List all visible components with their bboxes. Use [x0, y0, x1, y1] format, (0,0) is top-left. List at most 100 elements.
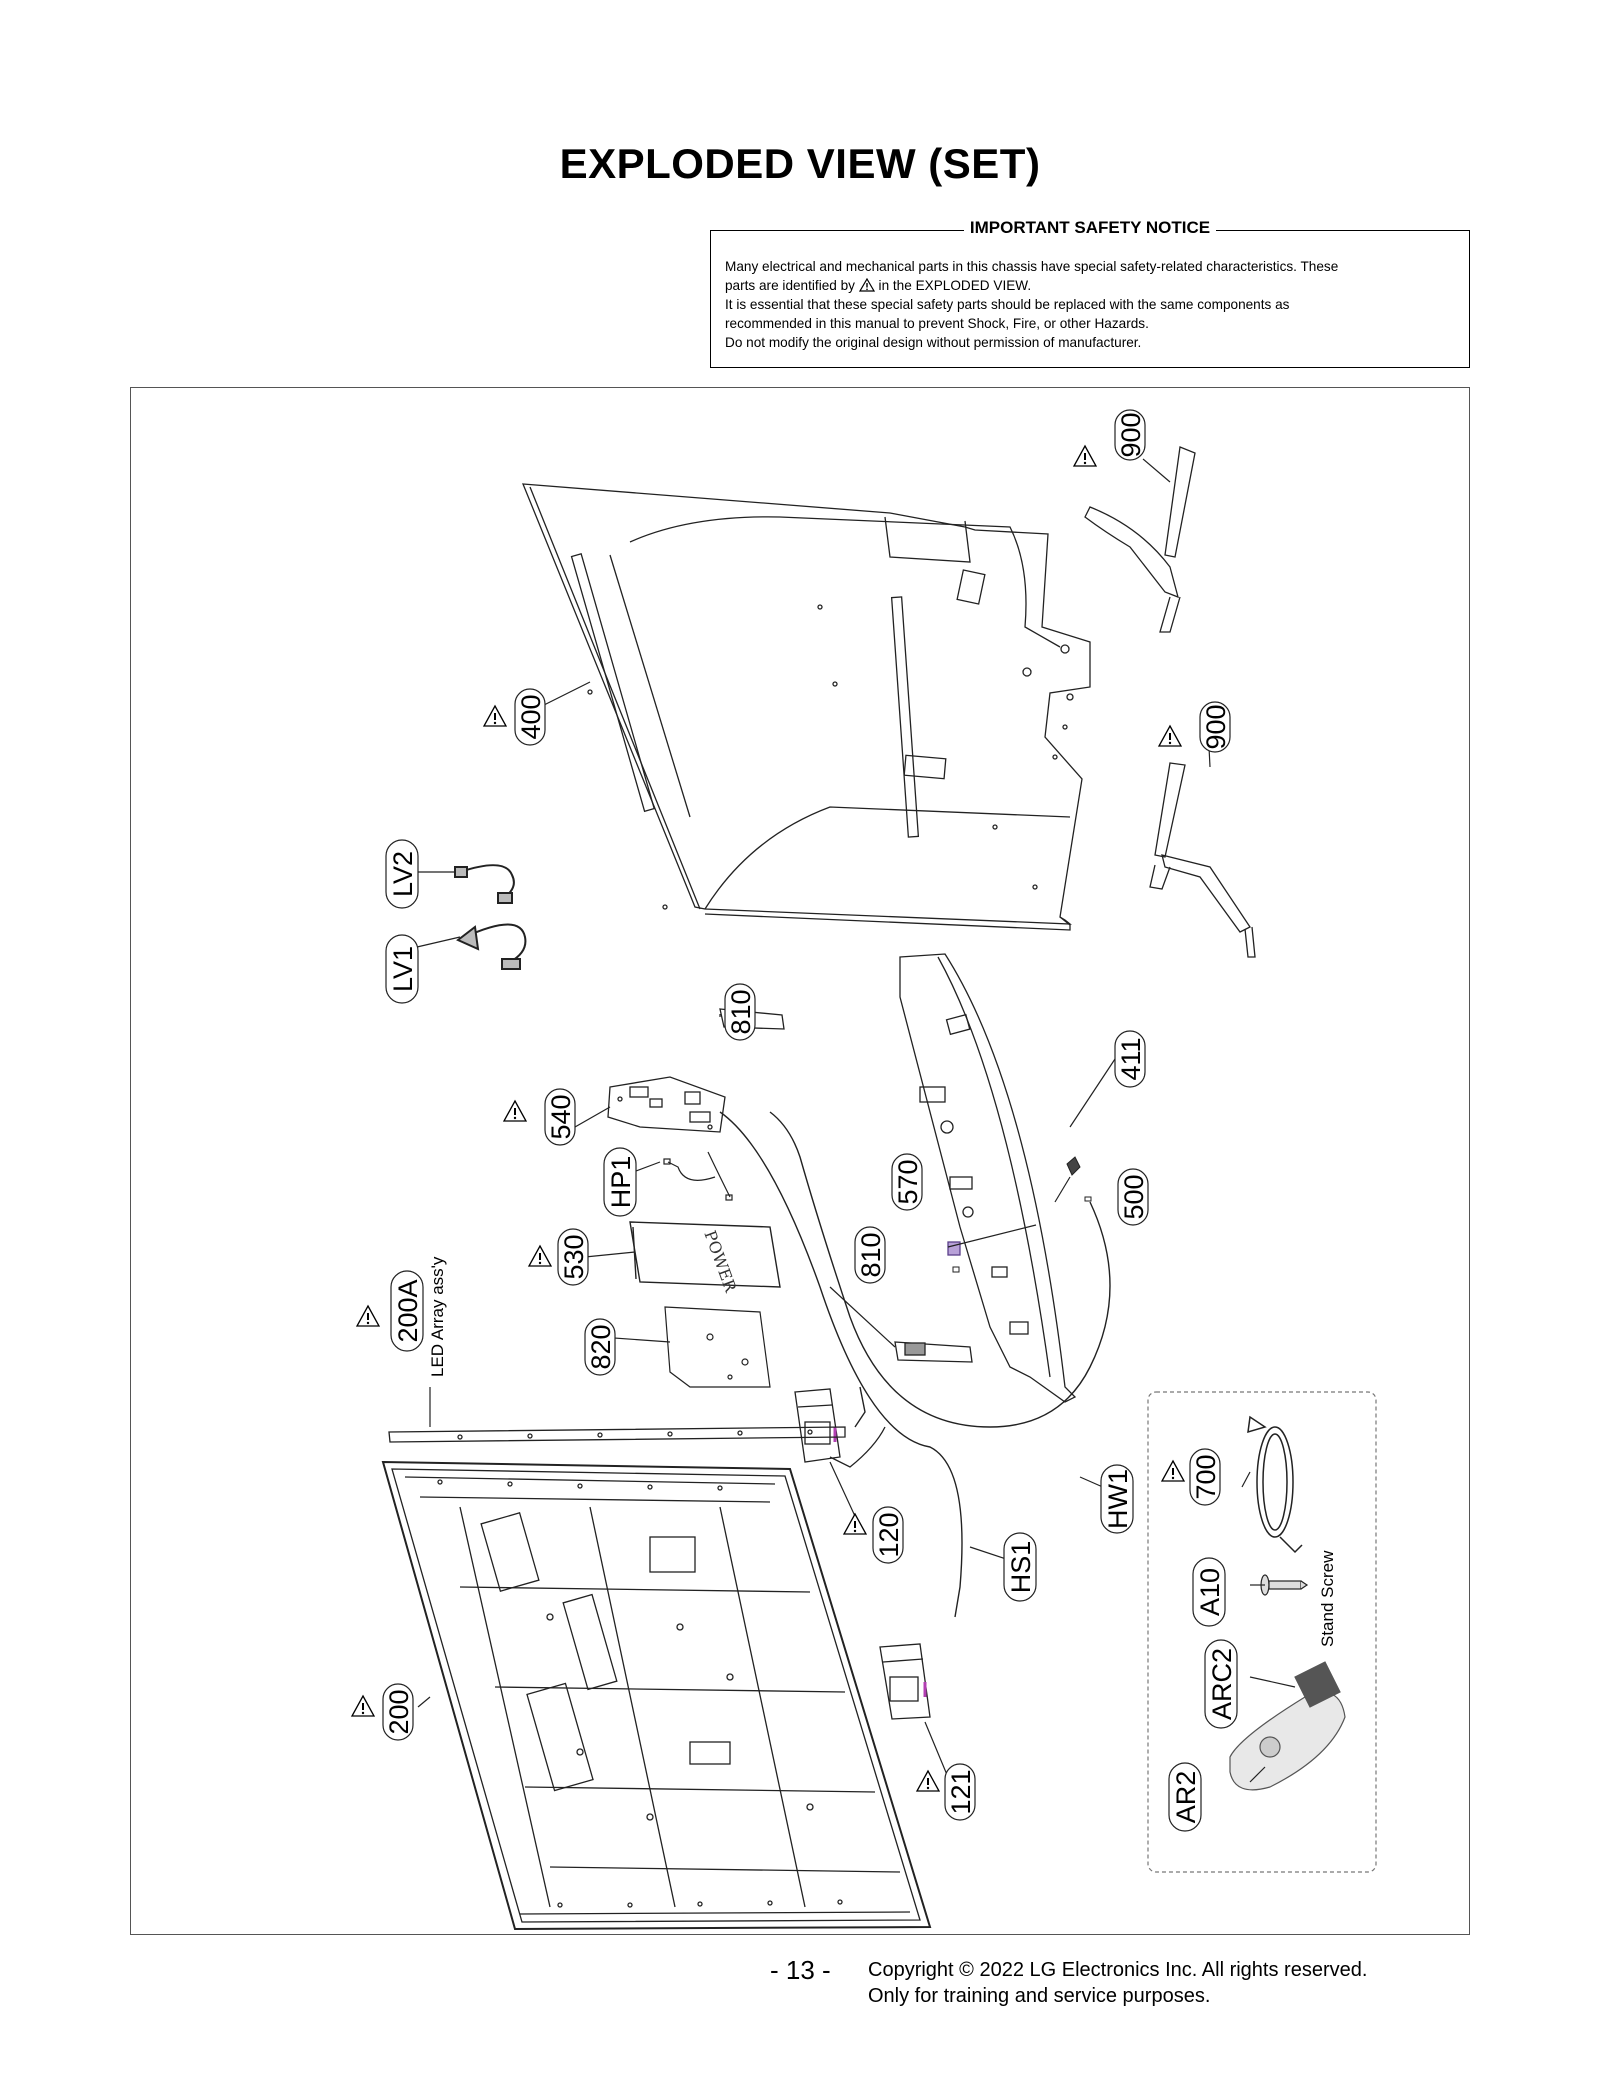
exploded-view-frame [130, 387, 1470, 1935]
callout-hp1: HP1 [603, 1147, 637, 1217]
power-label: POWER [700, 1228, 740, 1296]
ir-receiver-lower-drawing [894, 1341, 973, 1363]
svg-text:570: 570 [893, 1159, 923, 1204]
safety-notice-heading: IMPORTANT SAFETY NOTICE [963, 218, 1217, 237]
callout-120: 120 [872, 1506, 904, 1564]
svg-text:A10: A10 [1195, 1568, 1225, 1616]
svg-text:121: 121 [946, 1769, 976, 1814]
svg-text:810: 810 [856, 1232, 886, 1277]
svg-text:120: 120 [874, 1512, 904, 1557]
stand-screw-drawing [1260, 1574, 1309, 1596]
notice-line: recommended in this manual to prevent Sh… [725, 316, 1149, 331]
copyright-text: Copyright © 2022 LG Electronics Inc. All… [868, 1959, 1368, 1981]
display-module-drawing [381, 1460, 932, 1931]
remote-control-drawing [1229, 1661, 1346, 1791]
svg-text:LV2: LV2 [388, 851, 418, 897]
safety-warning-icon [356, 1305, 380, 1327]
callout-hw1: HW1 [1100, 1464, 1134, 1534]
harness-hs1-drawing [719, 1111, 963, 1618]
warning-triangle-icon [858, 278, 875, 292]
safety-warning-icon [503, 1100, 527, 1122]
stand-screw-label: Stand Screw [1318, 1550, 1337, 1647]
callout-121: 121 [944, 1763, 976, 1821]
svg-text:500: 500 [1119, 1174, 1149, 1219]
svg-text:200: 200 [384, 1689, 414, 1734]
svg-text:AR2: AR2 [1171, 1771, 1201, 1824]
insulator-drawing [664, 1306, 771, 1388]
callout-900-upper: 900 [1114, 409, 1146, 461]
accessory-box [1147, 1391, 1377, 1873]
callout-540: 540 [544, 1088, 576, 1146]
svg-text:400: 400 [516, 694, 546, 739]
power-cord-drawing [1247, 1415, 1303, 1554]
callout-lv1: LV1 [385, 934, 419, 1004]
callout-400: 400 [514, 688, 546, 746]
speaker-121-drawing [879, 1643, 931, 1720]
svg-text:200A: 200A [393, 1279, 423, 1342]
callout-900-lower: 900 [1199, 701, 1231, 753]
safety-warning-icon [351, 1695, 375, 1717]
safety-warning-icon [1073, 445, 1097, 467]
page-number: - 13 - [770, 1955, 831, 1985]
callout-570: 570 [891, 1153, 923, 1211]
exploded-view-diagram: POWER [351, 409, 1377, 1931]
main-board-drawing [607, 1076, 726, 1133]
notice-line: Do not modify the original design withou… [725, 335, 1142, 350]
callout-a10: A10 [1192, 1557, 1226, 1627]
harness-hp1-drawing [663, 1151, 733, 1201]
svg-text:820: 820 [586, 1324, 616, 1369]
power-board-drawing: POWER [629, 1221, 781, 1296]
callout-200a: 200A [390, 1270, 424, 1352]
stand-lower-drawing [1149, 762, 1256, 958]
svg-text:700: 700 [1191, 1454, 1221, 1499]
safety-warning-icon [916, 1770, 940, 1792]
safety-notice: IMPORTANT SAFETY NOTICE Many electrical … [710, 218, 1470, 368]
callout-411: 411 [1114, 1030, 1146, 1088]
safety-warning-icon [483, 705, 507, 727]
svg-text:900: 900 [1116, 412, 1146, 457]
svg-text:411: 411 [1116, 1037, 1146, 1080]
speaker-120-drawing [794, 1388, 886, 1468]
bottom-frame-drawing [899, 953, 1077, 1403]
svg-text:HP1: HP1 [606, 1156, 636, 1209]
notice-line: Many electrical and mechanical parts in … [725, 259, 1339, 274]
led-array-drawing [388, 1426, 846, 1443]
safety-warning-icon [1158, 725, 1182, 747]
notice-line: parts are identified by in the EXPLODED … [725, 278, 1032, 293]
safety-warning-icon [843, 1513, 867, 1535]
svg-text:HS1: HS1 [1006, 1541, 1036, 1594]
safety-warning-icon [1161, 1460, 1185, 1482]
callout-arc2: ARC2 [1204, 1639, 1238, 1729]
svg-text:530: 530 [559, 1234, 589, 1279]
callout-700: 700 [1189, 1448, 1221, 1506]
callout-200: 200 [382, 1683, 414, 1741]
callout-lv2: LV2 [385, 839, 419, 909]
led-array-label: LED Array ass'y [428, 1256, 447, 1377]
callout-820: 820 [584, 1318, 616, 1376]
svg-text:HW1: HW1 [1103, 1469, 1133, 1529]
callout-ar2: AR2 [1168, 1762, 1202, 1832]
notice-line: It is essential that these special safet… [725, 297, 1290, 312]
svg-text:900: 900 [1201, 704, 1231, 749]
callouts: 900 900 400 LV2 LV1 810 411 540 [351, 409, 1337, 1832]
back-cover-drawing [522, 483, 1091, 931]
svg-text:LV1: LV1 [388, 946, 418, 992]
callout-810-upper: 810 [724, 983, 756, 1041]
copyright-block: Copyright © 2022 LG Electronics Inc. All… [868, 1957, 1367, 2009]
svg-text:810: 810 [726, 989, 756, 1034]
svg-text:540: 540 [546, 1094, 576, 1139]
purpose-text: Only for training and service purposes. [868, 1985, 1211, 2007]
callout-530: 530 [557, 1228, 589, 1286]
lvds-cable-lv2-drawing [454, 864, 515, 904]
stand-upper-drawing [1084, 446, 1196, 633]
callout-810-lower: 810 [854, 1226, 886, 1284]
safety-warning-icon [528, 1245, 552, 1267]
joystick-drawing [769, 1111, 1111, 1428]
safety-notice-body: Many electrical and mechanical parts in … [725, 257, 1455, 352]
callout-hs1: HS1 [1003, 1532, 1037, 1602]
svg-text:ARC2: ARC2 [1207, 1648, 1237, 1720]
lvds-cable-lv1-drawing [456, 923, 527, 970]
leader-lines [416, 458, 1296, 1783]
page-title: EXPLODED VIEW (SET) [559, 140, 1041, 187]
callout-500: 500 [1117, 1168, 1149, 1226]
